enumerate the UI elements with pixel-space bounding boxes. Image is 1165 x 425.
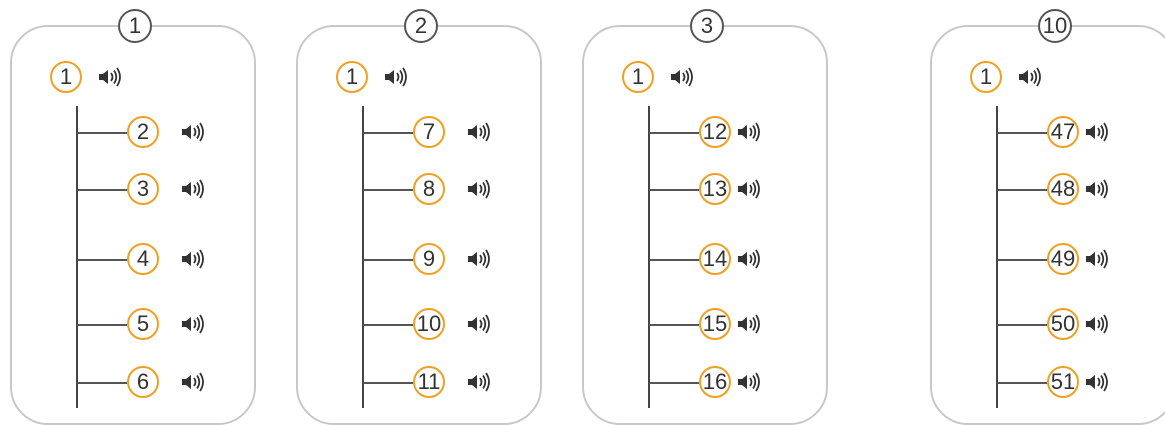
tree-branch-line bbox=[649, 189, 699, 191]
group-frame bbox=[930, 25, 1165, 425]
item-number-badge: 10 bbox=[413, 308, 445, 340]
speaker-icon[interactable] bbox=[1083, 249, 1113, 269]
speaker-icon[interactable] bbox=[1016, 67, 1046, 87]
tree-trunk-line bbox=[648, 106, 650, 408]
speaker-icon[interactable] bbox=[735, 249, 765, 269]
speaker-icon[interactable] bbox=[465, 179, 495, 199]
group-panel: 1 1 2 3 4 5 6 bbox=[10, 0, 260, 425]
tree-trunk-line bbox=[362, 106, 364, 408]
root-number-badge: 1 bbox=[970, 61, 1002, 93]
tree-branch-line bbox=[997, 189, 1047, 191]
tree-branch-line bbox=[77, 189, 127, 191]
speaker-icon[interactable] bbox=[1083, 122, 1113, 142]
tree-branch-line bbox=[997, 382, 1047, 384]
tree-branch-line bbox=[649, 382, 699, 384]
group-number-badge: 1 bbox=[118, 9, 152, 43]
item-number-badge: 16 bbox=[699, 366, 731, 398]
speaker-icon[interactable] bbox=[465, 249, 495, 269]
group-frame bbox=[296, 25, 542, 425]
speaker-icon[interactable] bbox=[179, 249, 209, 269]
item-number-badge: 2 bbox=[127, 116, 159, 148]
tree-branch-line bbox=[363, 324, 413, 326]
speaker-icon[interactable] bbox=[382, 67, 412, 87]
item-number-badge: 12 bbox=[699, 116, 731, 148]
speaker-icon[interactable] bbox=[735, 372, 765, 392]
item-number-badge: 14 bbox=[699, 243, 731, 275]
tree-branch-line bbox=[77, 259, 127, 261]
speaker-icon[interactable] bbox=[735, 179, 765, 199]
speaker-icon[interactable] bbox=[179, 122, 209, 142]
item-number-badge: 3 bbox=[127, 173, 159, 205]
tree-branch-line bbox=[77, 382, 127, 384]
speaker-icon[interactable] bbox=[735, 314, 765, 334]
speaker-icon[interactable] bbox=[179, 179, 209, 199]
group-panel: 10 1 47 48 49 50 51 bbox=[930, 0, 1165, 425]
speaker-icon[interactable] bbox=[96, 67, 126, 87]
tree-branch-line bbox=[649, 324, 699, 326]
group-number-badge: 10 bbox=[1038, 9, 1072, 43]
item-number-badge: 51 bbox=[1047, 366, 1079, 398]
speaker-icon[interactable] bbox=[668, 67, 698, 87]
speaker-icon[interactable] bbox=[179, 372, 209, 392]
tree-branch-line bbox=[363, 382, 413, 384]
speaker-icon[interactable] bbox=[465, 372, 495, 392]
item-number-badge: 50 bbox=[1047, 308, 1079, 340]
item-number-badge: 4 bbox=[127, 243, 159, 275]
speaker-icon[interactable] bbox=[1083, 314, 1113, 334]
tree-branch-line bbox=[77, 324, 127, 326]
speaker-icon[interactable] bbox=[465, 314, 495, 334]
tree-branch-line bbox=[77, 132, 127, 134]
root-number-badge: 1 bbox=[336, 61, 368, 93]
tree-branch-line bbox=[997, 259, 1047, 261]
speaker-icon[interactable] bbox=[1083, 372, 1113, 392]
item-number-badge: 47 bbox=[1047, 116, 1079, 148]
item-number-badge: 7 bbox=[413, 116, 445, 148]
group-number-badge: 3 bbox=[690, 9, 724, 43]
tree-branch-line bbox=[649, 132, 699, 134]
root-number-badge: 1 bbox=[622, 61, 654, 93]
tree-branch-line bbox=[363, 259, 413, 261]
item-number-badge: 48 bbox=[1047, 173, 1079, 205]
tree-branch-line bbox=[363, 132, 413, 134]
group-frame bbox=[10, 25, 256, 425]
tree-branch-line bbox=[649, 259, 699, 261]
group-number-badge: 2 bbox=[404, 9, 438, 43]
item-number-badge: 11 bbox=[413, 366, 445, 398]
speaker-icon[interactable] bbox=[735, 122, 765, 142]
tree-branch-line bbox=[363, 189, 413, 191]
tree-branch-line bbox=[997, 132, 1047, 134]
item-number-badge: 49 bbox=[1047, 243, 1079, 275]
group-frame bbox=[582, 25, 828, 425]
speaker-icon[interactable] bbox=[1083, 179, 1113, 199]
group-panel: 3 1 12 13 14 15 16 bbox=[582, 0, 832, 425]
tree-trunk-line bbox=[996, 106, 998, 408]
speaker-icon[interactable] bbox=[465, 122, 495, 142]
item-number-badge: 6 bbox=[127, 366, 159, 398]
root-number-badge: 1 bbox=[50, 61, 82, 93]
tree-branch-line bbox=[997, 324, 1047, 326]
item-number-badge: 9 bbox=[413, 243, 445, 275]
item-number-badge: 15 bbox=[699, 308, 731, 340]
speaker-icon[interactable] bbox=[179, 314, 209, 334]
item-number-badge: 13 bbox=[699, 173, 731, 205]
tree-trunk-line bbox=[76, 106, 78, 408]
item-number-badge: 8 bbox=[413, 173, 445, 205]
group-panel: 2 1 7 8 9 10 11 bbox=[296, 0, 546, 425]
item-number-badge: 5 bbox=[127, 308, 159, 340]
